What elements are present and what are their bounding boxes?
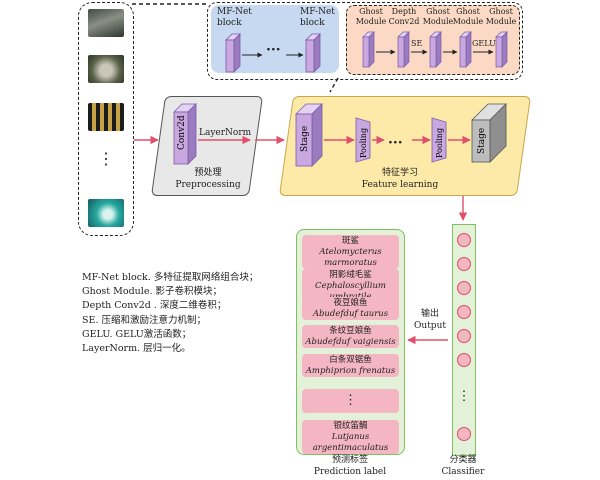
stage-label-right: Stage	[477, 128, 487, 154]
prediction-label-panel: 斑鲨 Atelomycterus marmoratus 阴影绒毛鲨 Cephal…	[296, 229, 405, 455]
label-cn: 白条双锯鱼	[329, 355, 372, 365]
neuron-node	[457, 329, 471, 343]
pooling-block-2	[431, 117, 447, 163]
fish-image-2	[88, 55, 124, 83]
ghost-block-2	[397, 31, 410, 68]
conv2d-block	[173, 103, 197, 165]
ghost-block-3	[429, 31, 442, 68]
feature-learning-title-en: Feature learning	[361, 180, 439, 190]
legend-item: GELU. GELU激活函数；	[82, 328, 192, 340]
fish-image-1	[88, 9, 124, 37]
prediction-caption-en: Prediction label	[313, 467, 387, 477]
label-latin: Lutjanus argentimaculatus	[312, 432, 389, 453]
label-cn: 银纹笛鲷	[333, 421, 368, 431]
preprocessing-title-en: Preprocessing	[175, 180, 241, 190]
output-label-en: Output	[414, 321, 446, 331]
label-pill-6: 银纹笛鲷 Lutjanus argentimaculatus	[302, 420, 399, 454]
stage-block-right	[471, 103, 507, 163]
feature-learning-title-cn: 特征学习	[381, 168, 418, 178]
label-latin: Amphiprion frenatus	[305, 366, 396, 376]
legend-item: Ghost Module. 影子卷积模块；	[82, 286, 222, 298]
mfnet-block-shape-right	[305, 33, 321, 73]
stage-block-left	[295, 103, 323, 167]
legend-item: LayerNorm. 层归一化。	[82, 343, 191, 355]
label-latin: Abudefduf taurus	[312, 309, 389, 319]
label-pill-dots: ⋮	[302, 389, 399, 413]
image-column-dots: ⋮	[98, 149, 114, 168]
ghost-block-4	[459, 31, 472, 68]
legend-item: SE. 压缩和激励注意力机制；	[82, 314, 206, 326]
classifier-dots: ⋮	[457, 389, 471, 404]
neuron-node	[457, 353, 471, 367]
label-cn: 阴影绒毛鲨	[329, 270, 372, 280]
ghost-chain-label-4: Ghost Module	[452, 7, 484, 26]
prediction-caption-cn: 预测标签	[331, 455, 368, 465]
neuron-node	[457, 427, 471, 441]
input-image-column: ⋮	[78, 2, 134, 236]
zoom-connector-right	[329, 77, 339, 93]
classifier-caption-cn: 分类器	[449, 455, 477, 465]
label-pill-5: 白条双锯鱼 Amphiprion frenatus	[302, 354, 399, 377]
legend: MF-Net block. 多特征提取网络组合块； Ghost Module. …	[82, 271, 282, 356]
label-latin: Atelomycterus marmoratus	[319, 247, 382, 268]
legend-item: MF-Net block. 多特征提取网络组合块；	[82, 272, 259, 283]
label-pill-3: 夜豆娘鱼 Abudefduf taurus	[302, 297, 399, 320]
mfnet-block-shape-left	[225, 33, 241, 73]
se-label: SE	[411, 39, 423, 48]
ghost-chain-label-2: Depth Conv2d	[388, 7, 420, 26]
legend-item: Depth Conv2d . 深度二维卷积；	[82, 300, 227, 312]
pooling-label-2: Pooling	[435, 128, 444, 158]
label-pill-4: 条纹豆娘鱼 Abudefduf vaigiensis	[302, 325, 399, 348]
pooling-block-1	[355, 117, 371, 163]
ghost-chain-label-3: Ghost Module	[422, 7, 454, 26]
label-cn: 夜豆娘鱼	[333, 298, 368, 308]
neuron-node	[457, 257, 471, 271]
feature-dots: ···	[388, 135, 403, 151]
pooling-label-1: Pooling	[359, 128, 368, 158]
neuron-node	[457, 233, 471, 247]
fish-image-4	[88, 199, 124, 227]
output-label-cn: 输出	[420, 309, 439, 319]
classifier-caption-en: Classifier	[441, 467, 485, 477]
classifier-panel: ⋮	[452, 224, 476, 456]
ghost-chain-label-5: Ghost Module	[485, 7, 517, 26]
mfnet-block-label-left: MF-Net block	[217, 7, 252, 28]
mfnet-dots: ···	[266, 42, 281, 58]
neuron-node	[457, 281, 471, 295]
stage-label-left: Stage	[300, 126, 310, 152]
fish-image-3	[88, 103, 124, 131]
label-cn: 斑鲨	[341, 236, 359, 246]
ghost-block-1	[362, 31, 375, 68]
neuron-node	[457, 305, 471, 319]
label-cn: 条纹豆娘鱼	[329, 326, 372, 336]
ghost-chain-label-1: Ghost Module	[355, 7, 387, 26]
mfnet-block-label-right: MF-Net block	[300, 7, 335, 28]
label-latin: Abudefduf vaigiensis	[305, 337, 396, 347]
gelu-label: GELU	[472, 39, 496, 48]
layernorm-label: LayerNorm	[199, 128, 252, 138]
preprocessing-title-cn: 预处理	[194, 168, 222, 178]
label-pill-1: 斑鲨 Atelomycterus marmoratus	[302, 235, 399, 269]
conv2d-label: Conv2d	[177, 115, 187, 150]
ghost-block-5	[495, 31, 508, 68]
prediction-dots: ⋮	[344, 393, 357, 408]
